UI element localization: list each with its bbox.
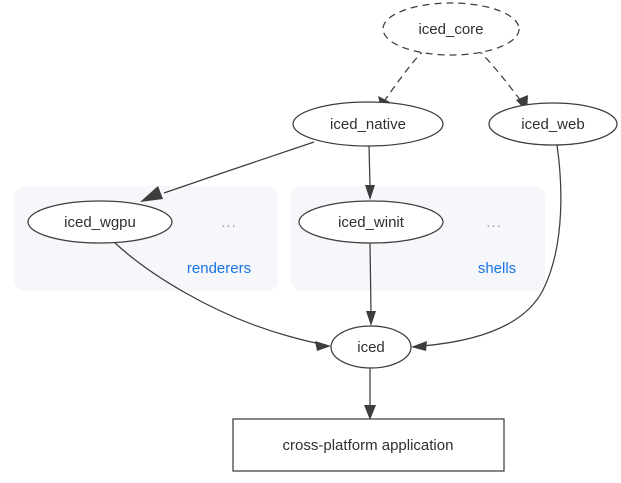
node-iced-core-shape[interactable] bbox=[382, 2, 520, 56]
edge-native-to-winit-arrowhead bbox=[365, 185, 375, 200]
node-iced-label: iced bbox=[357, 339, 385, 356]
edge-native-to-wgpu-arrowhead bbox=[140, 186, 163, 202]
edge-winit-to-iced-line bbox=[369, 242, 372, 313]
node-cross-platform-application-label: cross-platform application bbox=[283, 437, 454, 454]
cluster-shells-label: shells bbox=[478, 260, 516, 277]
edge-native-to-wgpu bbox=[140, 141, 315, 202]
node-cross-platform-application[interactable]: cross-platform application bbox=[232, 418, 505, 472]
edge-native-to-winit bbox=[365, 145, 375, 200]
node-iced-shape[interactable] bbox=[330, 325, 412, 369]
node-iced-wgpu-label: iced_wgpu bbox=[64, 214, 136, 231]
edge-winit-to-iced-arrowhead bbox=[366, 311, 376, 326]
node-iced-winit-shape[interactable] bbox=[298, 200, 444, 244]
edge-web-to-iced-arrowhead bbox=[411, 341, 427, 351]
node-iced-winit-label: iced_winit bbox=[338, 214, 405, 231]
node-iced-winit[interactable]: iced_winit bbox=[298, 200, 444, 244]
edge-iced-to-app bbox=[364, 368, 376, 420]
node-iced-wgpu-shape[interactable] bbox=[27, 200, 173, 244]
node-iced-web-label: iced_web bbox=[521, 116, 584, 133]
node-iced-native-shape[interactable] bbox=[292, 101, 444, 147]
node-iced-web[interactable]: iced_web bbox=[488, 102, 618, 146]
edge-native-to-wgpu-line bbox=[163, 141, 315, 194]
cluster-renderers-label: renderers bbox=[187, 260, 251, 277]
cluster-renderers-ellipsis: ... bbox=[221, 214, 237, 231]
node-cross-platform-application-shape[interactable] bbox=[232, 418, 505, 472]
edge-core-to-web bbox=[476, 48, 528, 112]
node-iced-native-label: iced_native bbox=[330, 116, 406, 133]
edge-wgpu-to-iced-line bbox=[113, 241, 327, 346]
edge-core-to-native-line bbox=[384, 48, 426, 101]
edge-core-to-web-line bbox=[476, 48, 522, 102]
edge-wgpu-to-iced-arrowhead bbox=[315, 341, 331, 351]
edge-web-to-iced-line bbox=[421, 144, 562, 347]
edge-iced-to-app-arrowhead bbox=[364, 405, 376, 420]
node-iced[interactable]: iced bbox=[330, 325, 412, 369]
node-iced-core[interactable]: iced_core bbox=[382, 2, 520, 56]
edge-native-to-winit-line bbox=[368, 145, 371, 187]
cluster-shells-ellipsis: ... bbox=[486, 214, 502, 231]
node-iced-native[interactable]: iced_native bbox=[292, 101, 444, 147]
edge-wgpu-to-iced bbox=[113, 241, 331, 351]
edge-web-to-iced bbox=[411, 144, 562, 351]
node-iced-web-shape[interactable] bbox=[488, 102, 618, 146]
node-iced-core-label: iced_core bbox=[418, 21, 483, 38]
edge-winit-to-iced bbox=[366, 242, 376, 326]
node-iced-wgpu[interactable]: iced_wgpu bbox=[27, 200, 173, 244]
